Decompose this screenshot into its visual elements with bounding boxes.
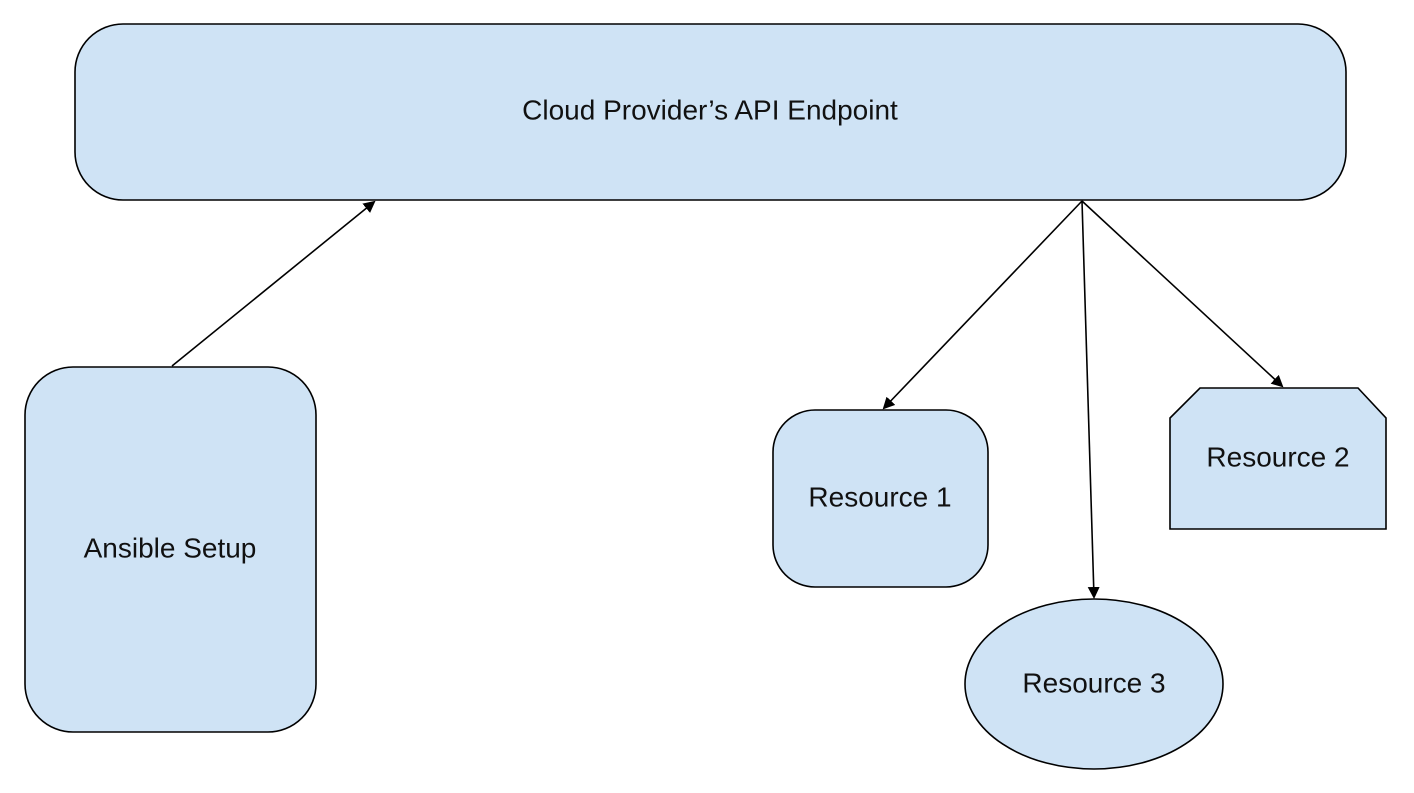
resource-3-shape [964, 598, 1224, 770]
api-endpoint-label: Cloud Provider’s API Endpoint [522, 94, 898, 125]
edge-api-to-resource3 [1081, 200, 1100, 599]
ansible-setup-node: Ansible Setup [24, 366, 317, 733]
resource-2-label: Resource 2 [1206, 441, 1349, 472]
resource-1-label: Resource 1 [808, 481, 951, 512]
edge-api-to-resource2 [1081, 200, 1284, 388]
resource-1-shape [772, 409, 989, 588]
edge-ansible-to-api [171, 200, 376, 367]
resource-2-shape [1169, 387, 1387, 530]
api-endpoint-node: Cloud Provider’s API Endpoint [74, 23, 1347, 201]
ansible-setup-label: Ansible Setup [84, 532, 257, 563]
resource-2-node: Resource 2 [1169, 387, 1387, 530]
resource-3-node: Resource 3 [964, 598, 1224, 770]
edge-api-to-resource1 [882, 200, 1083, 410]
resource-3-label: Resource 3 [1022, 667, 1165, 698]
resource-1-node: Resource 1 [772, 409, 989, 588]
api-endpoint-shape [74, 23, 1347, 201]
ansible-setup-shape [24, 366, 317, 733]
